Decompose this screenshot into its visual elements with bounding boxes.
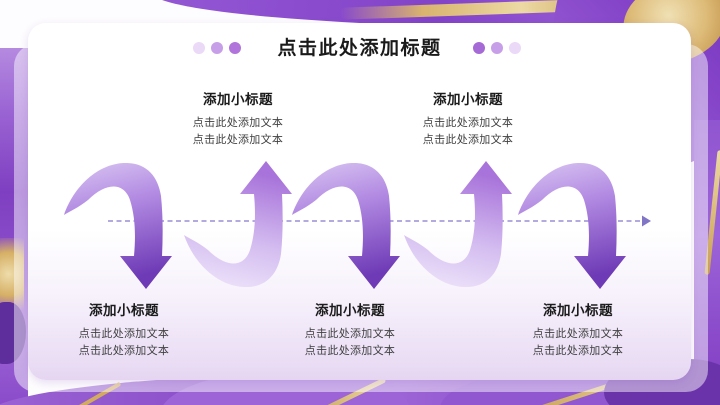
decor-dot	[211, 42, 223, 54]
block-subtitle: 添加小标题	[543, 303, 613, 318]
text-block-top-2[interactable]: 添加小标题 点击此处添加文本 点击此处添加文本	[388, 88, 548, 148]
title-decor-dots-right	[473, 42, 521, 54]
gold-glitter-left	[0, 238, 24, 310]
curved-arrow-down-icon	[518, 162, 626, 289]
block-subtitle: 添加小标题	[203, 92, 273, 107]
block-line: 点击此处添加文本	[422, 117, 514, 129]
block-line: 点击此处添加文本	[304, 344, 396, 357]
curved-arrow-up-icon	[184, 161, 292, 288]
curved-arrow-down-icon	[292, 162, 400, 289]
curved-arrow-up-icon	[404, 161, 512, 288]
decor-dot	[229, 42, 241, 54]
block-subtitle: 添加小标题	[433, 92, 503, 107]
decor-dot	[473, 42, 485, 54]
arrows-graphic	[64, 161, 651, 289]
block-subtitle: 添加小标题	[315, 303, 385, 318]
decor-dot	[491, 42, 503, 54]
block-line: 点击此处添加文本	[192, 117, 284, 129]
block-line: 点击此处添加文本	[422, 133, 514, 146]
title-decor-dots-left	[193, 42, 241, 54]
text-block-bottom-1[interactable]: 添加小标题 点击此处添加文本 点击此处添加文本	[44, 299, 204, 359]
block-line: 点击此处添加文本	[304, 328, 396, 340]
block-line: 点击此处添加文本	[192, 133, 284, 146]
decor-dot	[193, 42, 205, 54]
decor-dot	[509, 42, 521, 54]
timeline-arrowhead-icon	[642, 215, 651, 227]
text-block-top-1[interactable]: 添加小标题 点击此处添加文本 点击此处添加文本	[158, 88, 318, 148]
block-line: 点击此处添加文本	[78, 344, 170, 357]
curved-arrow-down-icon	[64, 162, 172, 289]
text-block-bottom-2[interactable]: 添加小标题 点击此处添加文本 点击此处添加文本	[270, 299, 430, 359]
block-line: 点击此处添加文本	[532, 344, 624, 357]
block-subtitle: 添加小标题	[89, 303, 159, 318]
block-line: 点击此处添加文本	[532, 328, 624, 340]
text-block-bottom-3[interactable]: 添加小标题 点击此处添加文本 点击此处添加文本	[498, 299, 658, 359]
slide-title[interactable]: 点击此处添加标题	[277, 38, 442, 59]
block-line: 点击此处添加文本	[78, 328, 170, 340]
